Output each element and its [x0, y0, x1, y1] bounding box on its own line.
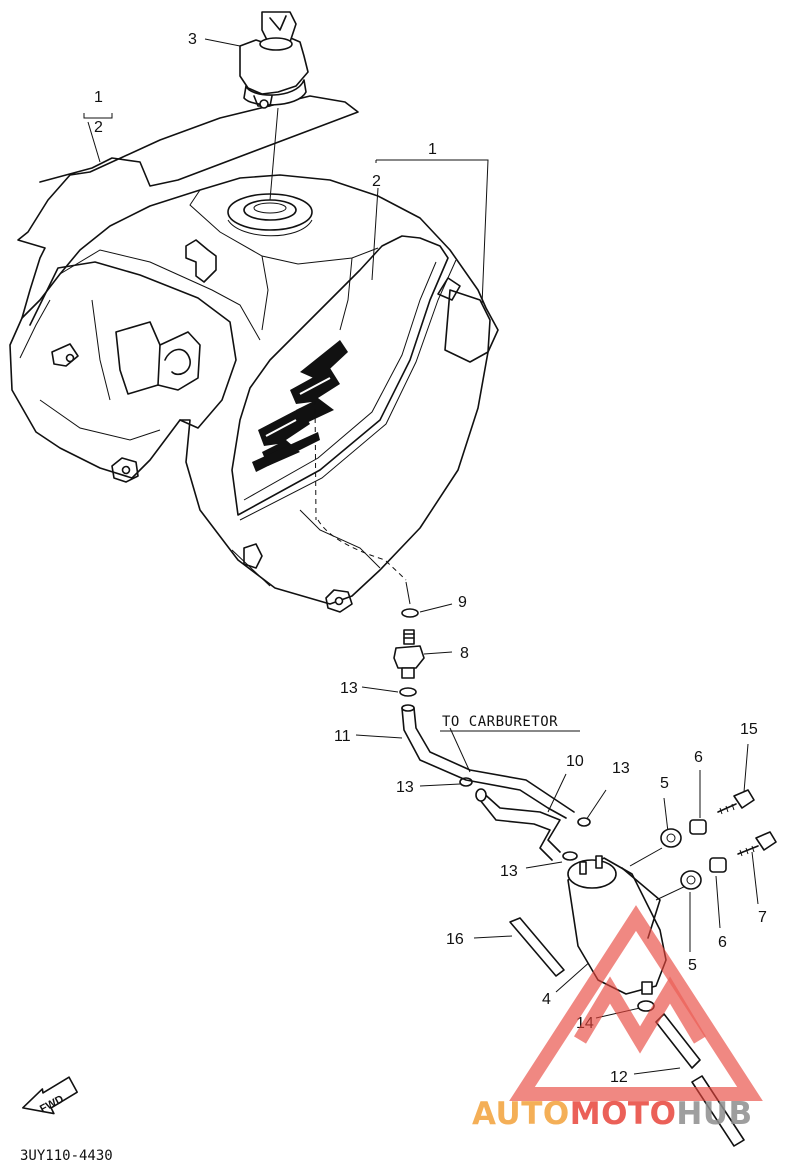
fuel-pump	[567, 855, 667, 995]
callout-4: 4	[542, 991, 551, 1008]
callout-5b: 5	[688, 957, 697, 974]
fuel-cock	[393, 629, 425, 679]
callout-16: 16	[446, 931, 464, 948]
leader-lines	[87, 38, 759, 1075]
callout-13d: 13	[500, 863, 518, 880]
pump-collar	[689, 819, 727, 873]
callout-1-top: 1	[94, 89, 103, 106]
callout-15: 15	[740, 721, 758, 738]
callouts: 1 2 1 2 3 9 8 13 11 10 13 13 13 5 6 15 7…	[83, 31, 767, 1086]
callout-10: 10	[566, 753, 584, 770]
callout-2-top: 2	[94, 119, 103, 136]
callout-3: 3	[188, 31, 197, 48]
callout-13b: 13	[396, 779, 414, 796]
fuel-tank	[9, 95, 499, 613]
fuel-hose	[401, 704, 575, 861]
callout-12: 12	[610, 1069, 628, 1086]
callout-13a: 13	[340, 680, 358, 697]
diagram-code: 3UY110-4430	[20, 1148, 113, 1164]
callout-6a: 6	[694, 749, 703, 766]
callout-13c: 13	[612, 760, 630, 777]
watermark-text: AUTOMOTOHUB	[472, 1096, 753, 1132]
callout-2: 2	[372, 173, 381, 190]
watermark: AUTOMOTOHUB	[472, 905, 763, 1132]
to-carburetor-caption: TO CARBURETOR	[442, 714, 558, 730]
callout-11: 11	[334, 728, 351, 745]
watermark-moto: MOTO	[570, 1096, 677, 1132]
watermark-logo-icon	[509, 905, 763, 1101]
callout-7: 7	[758, 909, 767, 926]
bolt	[717, 789, 777, 857]
callout-6b: 6	[718, 934, 727, 951]
tank-logo	[252, 340, 348, 472]
callout-9: 9	[458, 594, 467, 611]
callout-5a: 5	[660, 775, 669, 792]
damper-pad	[509, 917, 565, 977]
o-ring	[401, 608, 419, 618]
fuel-cap	[239, 11, 309, 109]
callout-8: 8	[460, 645, 469, 662]
callout-1: 1	[428, 141, 437, 158]
watermark-auto: AUTO	[472, 1096, 570, 1132]
watermark-hub: HUB	[676, 1096, 752, 1132]
fwd-arrow: FWD	[22, 1076, 78, 1116]
pump-damper	[660, 828, 702, 890]
